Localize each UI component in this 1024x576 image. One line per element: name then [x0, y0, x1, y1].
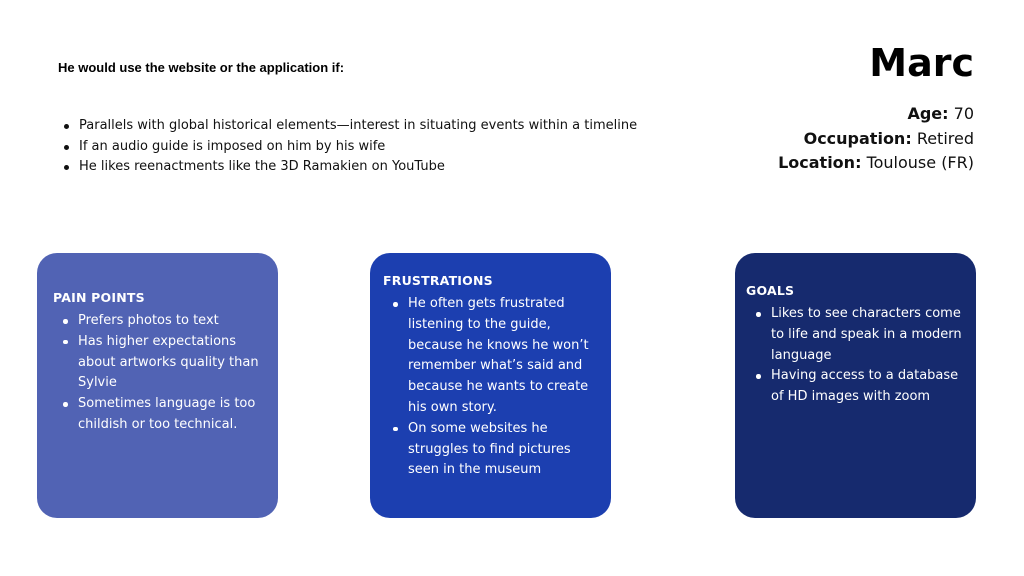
frustrations-list: He often gets frustrated listening to th… — [383, 294, 599, 481]
goals-list: Likes to see characters come to life and… — [746, 304, 966, 408]
pain-point-item: Sometimes language is too childish or to… — [53, 394, 264, 436]
pain-point-item: Has higher expectations about artworks q… — [53, 332, 264, 394]
goals-card: GOALS Likes to see characters come to li… — [735, 253, 976, 518]
pain-points-list: Prefers photos to text Has higher expect… — [53, 311, 264, 436]
frustration-item: He often gets frustrated listening to th… — [383, 294, 599, 419]
criteria-item: Parallels with global historical element… — [58, 116, 718, 137]
goal-item: Likes to see characters come to life and… — [746, 304, 966, 366]
occupation-label: Occupation: — [803, 128, 912, 148]
location-label: Location: — [778, 153, 862, 172]
criteria-heading: He would use the website or the applicat… — [58, 60, 345, 75]
frustrations-title: FRUSTRATIONS — [383, 273, 493, 288]
location-value: Toulouse (FR) — [866, 153, 974, 172]
goals-title: GOALS — [746, 283, 795, 298]
frustration-item: On some websites he struggles to find pi… — [383, 419, 599, 481]
persona-name: Marc — [869, 41, 974, 85]
pain-points-title: PAIN POINTS — [53, 290, 145, 305]
criteria-item: If an audio guide is imposed on him by h… — [58, 137, 718, 158]
persona-occupation: Occupation: Retired — [674, 127, 974, 152]
persona-age: Age: 70 — [674, 102, 974, 127]
pain-point-item: Prefers photos to text — [53, 311, 264, 332]
usage-criteria-list: Parallels with global historical element… — [58, 116, 718, 178]
persona-profile: Marc Age: 70 Occupation: Retired Locatio… — [674, 40, 974, 176]
occupation-value: Retired — [916, 128, 974, 148]
age-value: 70 — [953, 104, 974, 123]
frustrations-card: FRUSTRATIONS He often gets frustrated li… — [370, 253, 611, 518]
criteria-item: He likes reenactments like the 3D Ramaki… — [58, 157, 718, 178]
age-label: Age: — [907, 104, 949, 123]
goal-item: Having access to a database of HD images… — [746, 366, 966, 408]
persona-location: Location: Toulouse (FR) — [674, 151, 974, 176]
pain-points-card: PAIN POINTS Prefers photos to text Has h… — [37, 253, 278, 518]
